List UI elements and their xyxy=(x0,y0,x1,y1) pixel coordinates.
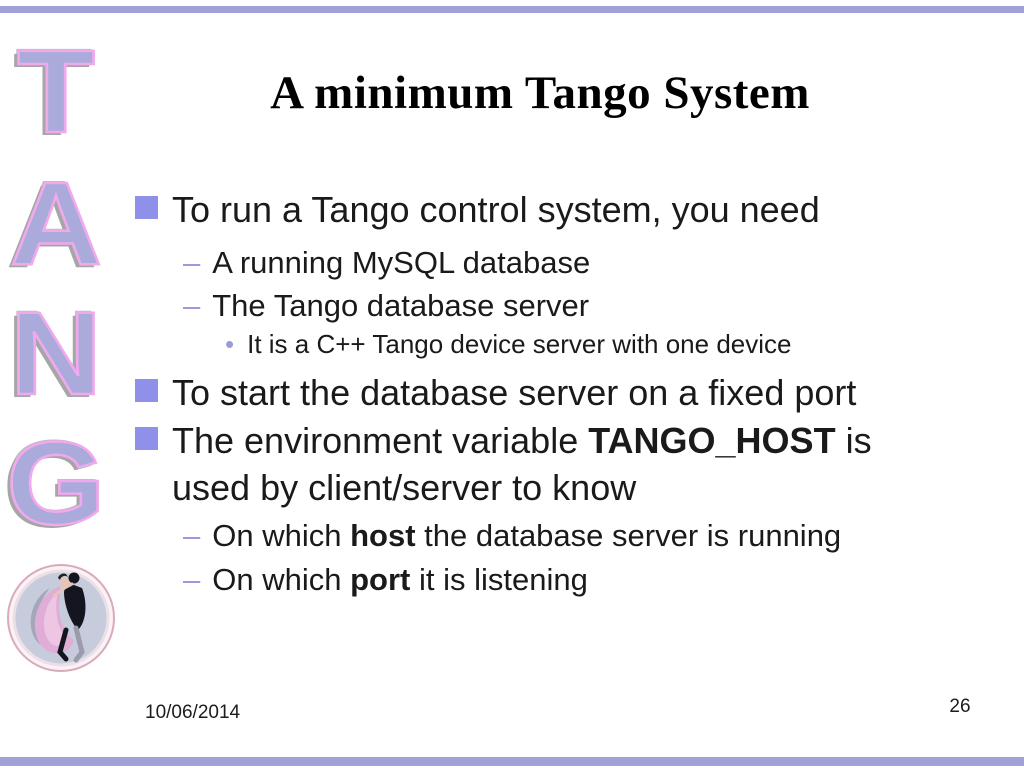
slide-title: A minimum Tango System xyxy=(270,67,810,119)
footer-date: 10/06/2014 xyxy=(145,702,241,723)
bullet-text: A running MySQL database xyxy=(212,245,591,280)
bullet-text: On which host the database server is run… xyxy=(212,518,842,553)
bullet-item: To run a Tango control system, you need xyxy=(135,188,995,232)
bullet-text: The Tango database server xyxy=(212,288,590,323)
tango-dancers-logo xyxy=(6,562,116,674)
tango-letter-a: A xyxy=(9,158,104,290)
bullet-text: The environment variable TANGO_HOST is u… xyxy=(172,419,872,510)
square-bullet-icon xyxy=(135,196,158,219)
bullet-item: – On which host the database server is r… xyxy=(183,517,1003,554)
emphasis-text: port xyxy=(350,562,411,597)
bullet-item: • It is a C++ Tango device server with o… xyxy=(225,329,1005,360)
bullet-item: – The Tango database server xyxy=(183,287,1003,324)
square-bullet-icon xyxy=(135,427,158,450)
tango-letter-n: N xyxy=(9,288,104,420)
bullet-item: The environment variable TANGO_HOST is u… xyxy=(135,419,1015,510)
bullet-text: On which port it is listening xyxy=(212,562,588,597)
bottom-decor-bar xyxy=(0,757,1024,766)
top-decor-bar xyxy=(0,6,1024,13)
bullet-text: It is a C++ Tango device server with one… xyxy=(247,329,792,359)
square-bullet-icon xyxy=(135,379,158,402)
tango-letter-t: T xyxy=(16,26,97,158)
bullet-item: – On which port it is listening xyxy=(183,561,1003,598)
dash-bullet-icon: – xyxy=(183,245,201,280)
bullet-text: To run a Tango control system, you need xyxy=(172,189,820,230)
emphasis-text: TANGO_HOST xyxy=(588,420,836,461)
tango-letter-g: G xyxy=(5,418,107,550)
emphasis-text: host xyxy=(350,518,416,553)
dash-bullet-icon: – xyxy=(183,288,201,323)
bullet-line: used by client/server to know xyxy=(172,466,637,508)
dash-bullet-icon: – xyxy=(183,518,201,553)
bullet-item: To start the database server on a fixed … xyxy=(135,371,1015,415)
bullet-item: – A running MySQL database xyxy=(183,244,1003,281)
dot-bullet-icon: • xyxy=(225,329,235,359)
bullet-line: The environment variable TANGO_HOST is xyxy=(172,420,872,461)
bullet-text: To start the database server on a fixed … xyxy=(172,372,857,413)
dash-bullet-icon: – xyxy=(183,562,201,597)
page-number: 26 xyxy=(949,696,971,717)
